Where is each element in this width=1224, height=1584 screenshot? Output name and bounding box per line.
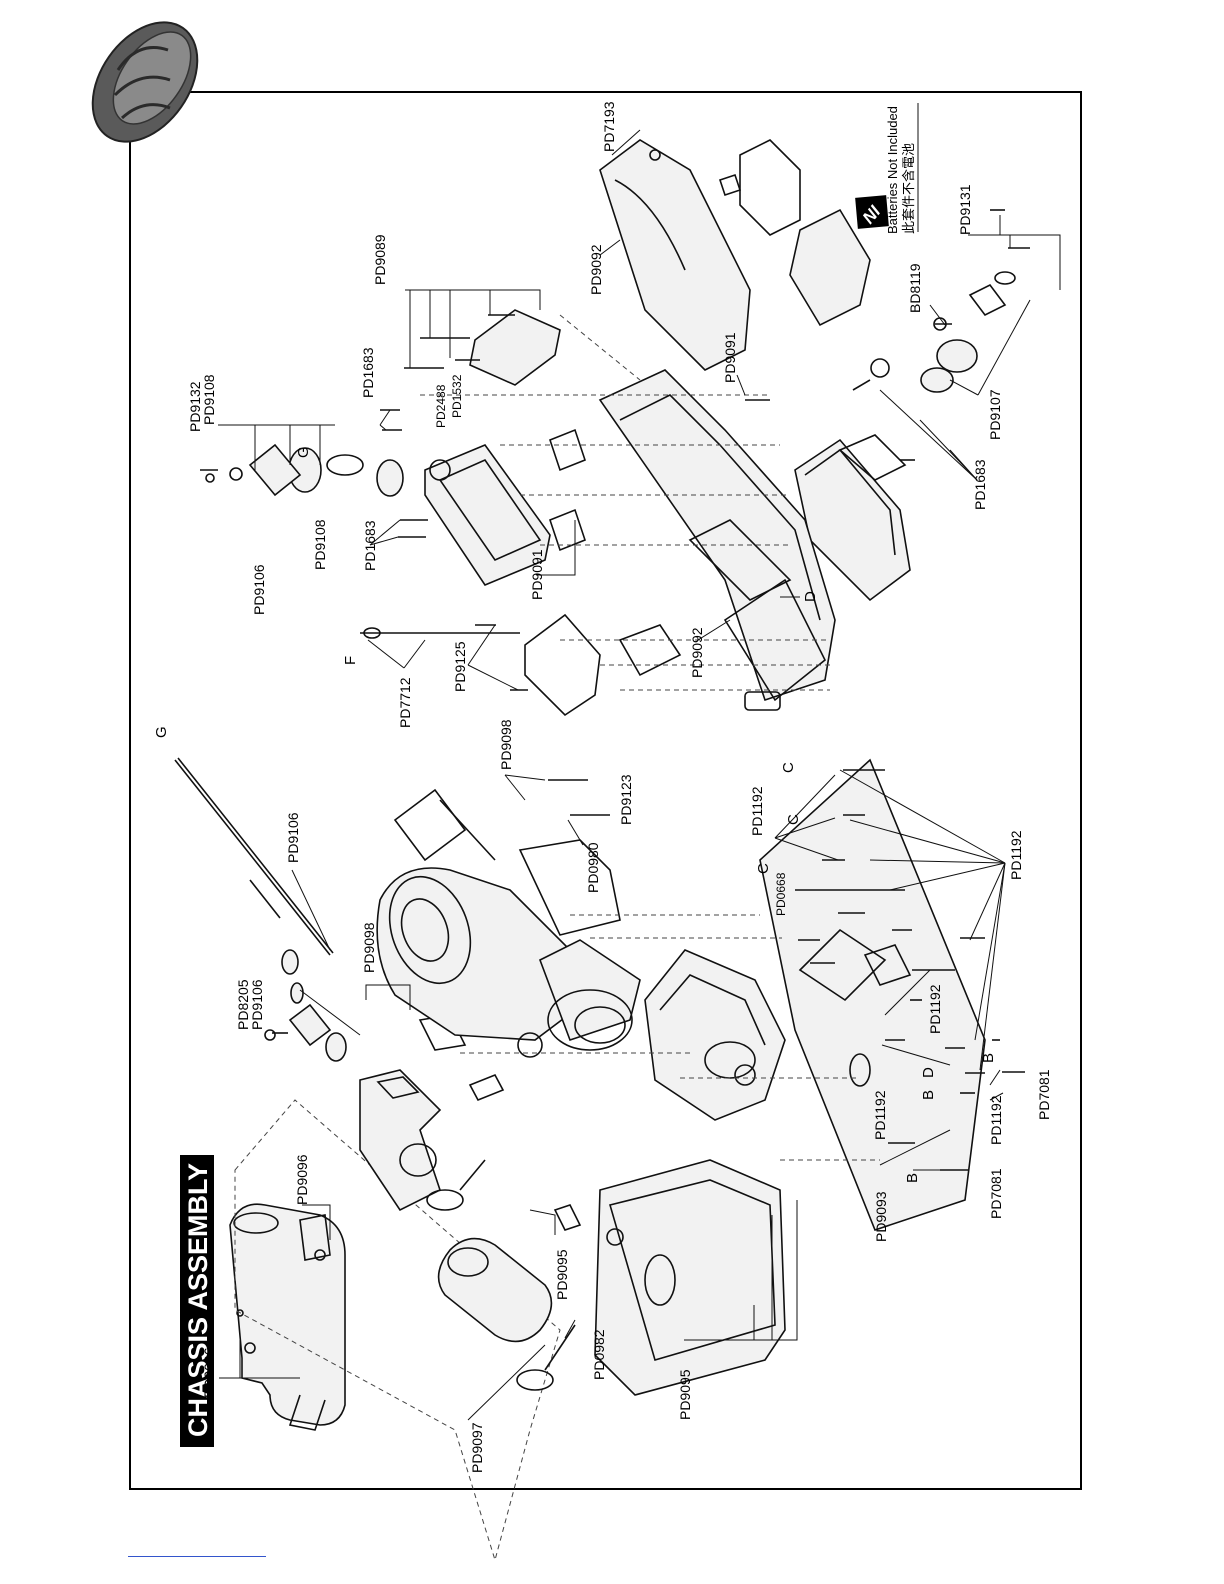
footer-rule xyxy=(128,1556,266,1557)
callout-label: PD9092 xyxy=(588,244,604,295)
ref-letter: G xyxy=(153,726,170,738)
callout-label: PD9125 xyxy=(452,641,468,692)
receiver-box-part xyxy=(599,139,871,371)
ref-letter: B xyxy=(904,1173,921,1183)
muffler-part xyxy=(229,1203,346,1431)
callout-label: PD1192 xyxy=(872,1090,888,1140)
callout-label: PD1683 xyxy=(972,459,988,510)
callout-label: PD1683 xyxy=(362,520,378,571)
leader-lines xyxy=(218,129,1061,1421)
callout-label: PD9106 xyxy=(249,979,265,1030)
callout-label: PD9131 xyxy=(957,184,973,235)
callout-label: PD9095 xyxy=(677,1369,693,1420)
exhaust-manifold-part xyxy=(359,1014,467,1212)
callout-label: PD1683 xyxy=(360,347,376,398)
ref-letter: C xyxy=(785,814,802,825)
engine-mount-plate-part xyxy=(759,758,986,1231)
callout-label: PD7712 xyxy=(397,677,413,728)
callout-label: PD9106 xyxy=(285,812,301,863)
callout-label: PD9091 xyxy=(722,332,738,383)
notice-text-zh: 此套件不含電池 xyxy=(901,143,916,234)
callout-label: PD9096 xyxy=(201,1347,217,1398)
throttle-linkage-part xyxy=(174,757,361,1062)
exhaust-dashed-group xyxy=(234,1099,561,1562)
callout-label: PD9123 xyxy=(618,774,634,825)
servo-mount-part xyxy=(360,309,682,717)
callout-label: PD1192 xyxy=(1008,830,1024,880)
callout-label: PD1192 xyxy=(988,1095,1004,1145)
page-title: CHASSIS ASSEMBLY xyxy=(183,1163,213,1437)
callout-label: PD2488 xyxy=(434,384,448,428)
title-bar: CHASSIS ASSEMBLY xyxy=(180,1155,214,1447)
gear-housing-part xyxy=(644,949,786,1121)
callout-label: PD9092 xyxy=(689,627,705,678)
ref-letter: C xyxy=(780,762,797,773)
coupler-part xyxy=(426,1159,576,1391)
callout-label: PD7081 xyxy=(1036,1069,1052,1120)
batteries-notice: NI Batteries Not Included 此套件不含電池 xyxy=(855,103,919,234)
tire-logo-icon xyxy=(91,21,199,143)
callout-label: PD9106 xyxy=(251,564,267,615)
page-frame xyxy=(129,91,1082,1490)
callout-label: PD7081 xyxy=(988,1168,1004,1219)
callout-label: PD7193 xyxy=(601,101,617,152)
fuel-tank-part xyxy=(553,1159,786,1396)
callout-label: PD9091 xyxy=(529,549,545,600)
ref-letter: B xyxy=(920,1090,937,1100)
callout-label: PD9108 xyxy=(201,374,217,425)
ref-letter: F xyxy=(342,656,359,665)
ref-letter: C xyxy=(755,863,772,874)
callout-label: PD8205 xyxy=(235,979,251,1030)
callout-label: BD8119 xyxy=(907,263,923,313)
part-callouts: PD9096 PD9096 PD9097 PD0982 PD9095 PD909… xyxy=(187,101,1052,1473)
callout-label: PD9098 xyxy=(498,719,514,770)
throttle-servo-part xyxy=(205,443,551,586)
ref-letter: D xyxy=(802,591,819,602)
callout-label: PD0668 xyxy=(774,872,788,916)
callout-label: PD9107 xyxy=(987,389,1003,440)
callout-label: PD1532 xyxy=(450,374,464,418)
callout-label: PD0980 xyxy=(585,842,601,893)
ref-letter: B xyxy=(980,1053,997,1063)
callout-label: PD1192 xyxy=(927,984,943,1034)
callout-label: PD9093 xyxy=(873,1191,889,1242)
callout-label: PD9097 xyxy=(469,1422,485,1473)
callout-label: PD9089 xyxy=(372,234,388,285)
callout-label: PD9095 xyxy=(554,1249,570,1300)
callout-label: PD9098 xyxy=(361,922,377,973)
callout-label: PD9108 xyxy=(312,519,328,570)
reference-letters: G F G D C C C D B B B xyxy=(153,446,997,1183)
screws-group xyxy=(200,209,1030,1171)
servo-saver-part xyxy=(920,271,1016,393)
ref-letter: D xyxy=(920,1067,937,1078)
notice-text-en: Batteries Not Included xyxy=(885,106,900,234)
ref-letter: G xyxy=(295,446,312,458)
assembly-guides xyxy=(420,314,880,1161)
radio-tray-part xyxy=(598,369,836,711)
callout-label: PD1192 xyxy=(749,786,765,836)
callout-label: PD0982 xyxy=(591,1329,607,1380)
notice-badge-icon xyxy=(855,195,889,229)
callout-label: PD9132 xyxy=(187,381,203,432)
callout-label: PD9096 xyxy=(294,1154,310,1205)
engine-part xyxy=(376,788,641,1102)
